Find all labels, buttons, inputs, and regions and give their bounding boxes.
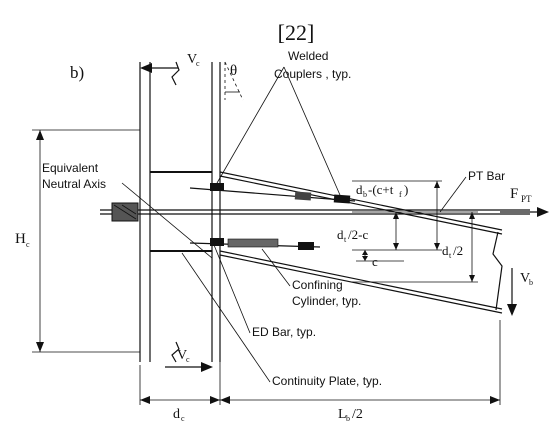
fpt-arrow: F PT [500,186,549,217]
beam [219,171,503,314]
svg-text:d: d [173,407,180,422]
vc-top-arrow: V c [140,52,200,73]
svg-text:/2-c: /2-c [348,227,368,242]
svg-text:Continuity Plate, typ.: Continuity Plate, typ. [272,374,382,388]
panel-label: b) [70,63,84,82]
continuity-plate-label: Continuity Plate, typ. [181,252,382,388]
column [139,61,221,363]
svg-text:-(c+t: -(c+t [368,182,394,197]
pt-bar-label: PT Bar [439,169,505,213]
svg-text:d: d [356,182,363,197]
theta-indicator: θ [224,61,244,101]
svg-text:ED Bar, typ.: ED Bar, typ. [252,325,316,339]
svg-text:t: t [449,251,452,260]
svg-text:Cylinder, typ.: Cylinder, typ. [292,294,361,308]
dim-dt2c-label: d t /2-c [337,227,368,244]
svg-text:H: H [15,231,26,247]
pt-bar [100,202,530,222]
svg-text:V: V [187,52,197,67]
equivalent-neutral-axis-label: Equivalent Neutral Axis [42,161,213,259]
svg-text:b: b [363,190,367,199]
svg-text:Welded: Welded [288,49,328,63]
svg-text:θ: θ [230,63,237,79]
dim-db-label: d b -(c+t f ) [356,182,408,199]
svg-text:f: f [399,190,402,199]
svg-text:L: L [338,407,347,422]
ed-bar-bottom [189,238,321,250]
svg-text:Neutral Axis: Neutral Axis [42,177,106,191]
svg-text:c: c [181,414,185,423]
internal-dimensions [352,180,478,283]
welded-couplers-label: Welded Couplers , typ. [216,49,351,196]
svg-text:c: c [26,240,30,249]
dim-dt2-label: d t /2 [442,243,463,260]
dim-c-label: c [372,254,378,269]
svg-text:d: d [442,243,449,258]
svg-text:V: V [177,348,187,363]
hc-dimension: H c [15,129,140,353]
vc-bottom-arrow: V c [165,348,213,372]
svg-text:Equivalent: Equivalent [42,161,99,175]
svg-text:Couplers , typ.: Couplers , typ. [274,67,351,81]
svg-text:c: c [186,355,190,364]
vb-arrow: V b [507,268,533,316]
confining-cylinder-label: Confining Cylinder, typ. [261,248,361,308]
svg-text:b: b [529,278,533,287]
reference-number: [22] [278,20,315,45]
svg-text:/2: /2 [453,243,463,258]
svg-text:V: V [520,271,530,286]
dc-dimension: d c [139,250,221,423]
svg-text:/2: /2 [352,407,363,422]
svg-text:t: t [344,235,347,244]
svg-text:): ) [404,182,408,197]
svg-text:PT: PT [521,194,532,204]
svg-text:c: c [196,59,200,68]
ed-bar-top [189,183,356,204]
svg-text:d: d [337,227,344,242]
svg-text:PT Bar: PT Bar [468,169,505,183]
svg-text:F: F [510,186,518,202]
svg-text:b: b [346,414,350,423]
ed-bar-label: ED Bar, typ. [213,244,316,339]
lb-dimension: L b /2 [220,320,501,423]
svg-text:Confining: Confining [292,278,343,292]
